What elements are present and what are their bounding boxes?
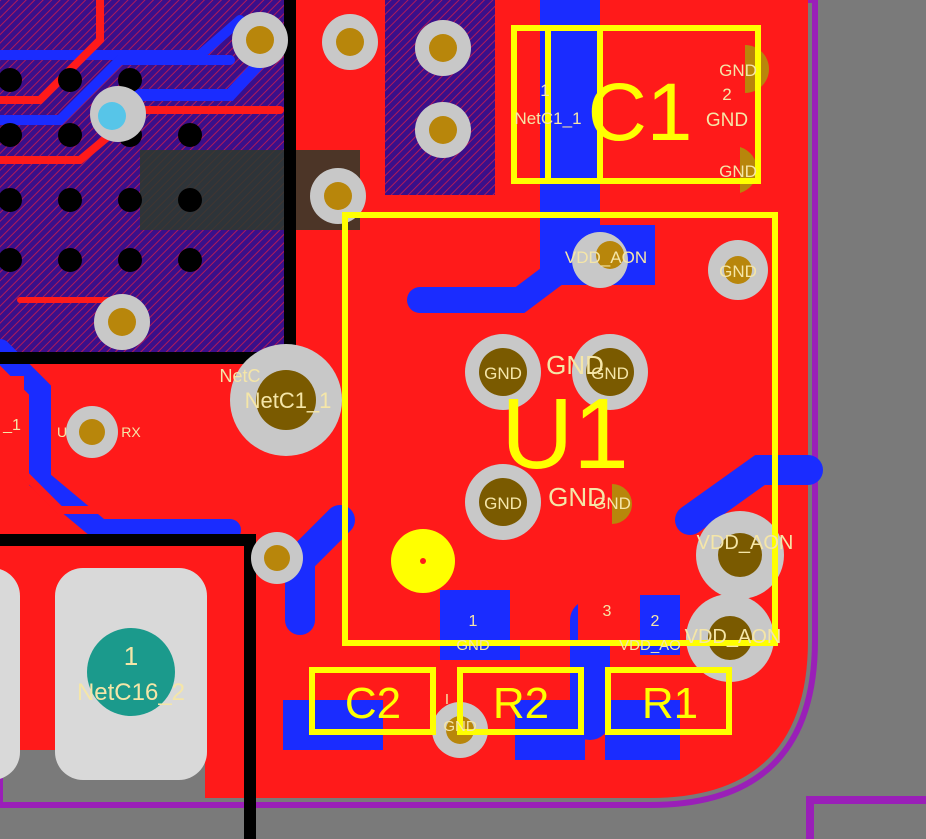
c1-pin1-label: 1 [540,81,549,100]
dash-1-label: _1 [2,417,21,434]
vias[interactable] [66,12,784,758]
vdd-aon-right-1-label: VDD_AON [697,532,794,554]
u1-gnd-2-label: GND [591,364,629,383]
c2-outline [309,667,436,735]
pad-gnd-small-label: GND [456,637,490,654]
gnd-top-right-label: GND [719,262,757,281]
u1-gnd-half-label: GND [593,494,631,513]
c2-designator: C2 [345,679,401,728]
u1-outline [342,212,778,646]
pad-1-label: 1 [469,613,478,630]
c1-gnd-label: GND [706,110,748,131]
c1-gnd-top-label: GND [719,61,757,80]
net-labels: 1 2 NetC1_1 GND GND GND VDD_AON GND GND … [2,61,793,735]
c1-pin2-label: 2 [722,85,731,104]
r2-gnd-label: GND [443,718,477,735]
c1-gnd-bottom-label: GND [719,162,757,181]
r2-outline [457,667,584,735]
u1-pad-gnd[interactable] [510,590,550,640]
netc-partial-label: NetC [219,366,260,386]
u1-gnd-1-label: GND [484,364,522,383]
pad-2-label: 2 [651,613,660,630]
board-outline-corner [806,796,926,839]
blue-pad-1 [440,590,520,660]
u1-gnd-label-top: GND [546,350,604,380]
rx-label: RX [121,424,141,440]
left-pad-partial [0,569,20,779]
netc16-pin-ring [87,628,175,716]
blue-pad-c2 [283,700,383,750]
u1-gnd-3-label: GND [484,494,522,513]
r2-i-label: I [445,691,449,708]
pad-vdd-small-label: VDD_AO [619,637,681,654]
vdd-aon-top-label: VDD_AON [565,248,647,267]
r2-designator: R2 [493,679,549,728]
u1-pin1-dot [420,558,426,564]
silkscreen [309,25,778,735]
c1-designator: C1 [588,67,693,158]
u1-designator: U1 [501,378,629,490]
u1-pad-3[interactable] [578,590,638,640]
u-label: U [57,424,67,440]
vdd-aon-right-2-label: VDD_AON [685,626,782,648]
u1-gnd-label-bottom: GND [548,482,606,512]
r1-outline [605,667,732,735]
netc16-net-label: NetC16_2 [77,679,185,706]
board-outline [0,0,818,808]
netc1-via-label: NetC1_1 [245,388,332,413]
netc16-pin-label: 1 [124,641,138,671]
c1-outline [511,25,761,184]
pad-3-label: 3 [603,603,612,620]
r1-designator: R1 [642,679,698,728]
c1-net-label: NetC1_1 [514,109,581,128]
